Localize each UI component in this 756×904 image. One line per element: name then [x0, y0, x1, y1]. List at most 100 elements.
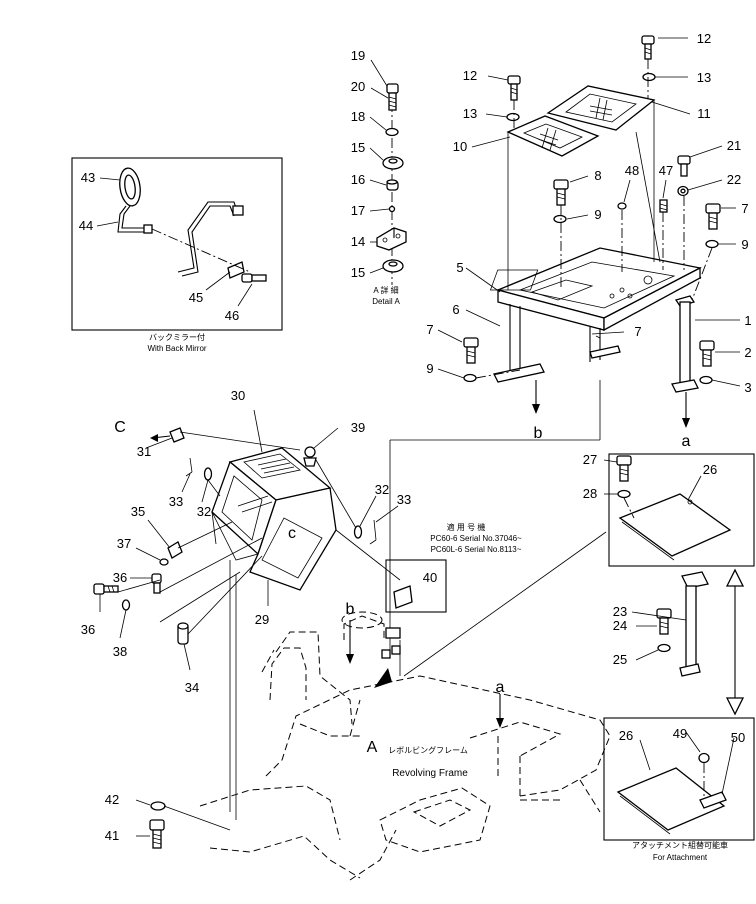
label-6: 7 — [634, 324, 641, 339]
label-2: 2 — [744, 345, 751, 360]
label-19: 19 — [351, 48, 365, 63]
pin-33b-icon — [369, 519, 377, 545]
stand-4-icon — [489, 100, 702, 383]
cover-26-frame — [608, 453, 755, 567]
label-39: 39 — [351, 420, 365, 435]
label-41: 41 — [105, 828, 119, 843]
label-21: 21 — [727, 138, 741, 153]
washer-9b-icon — [705, 239, 719, 249]
label-40: 40 — [423, 570, 437, 585]
label-42: 42 — [105, 792, 119, 807]
label-17: 17 — [351, 203, 365, 218]
label-46: 46 — [225, 308, 239, 323]
washer-37-icon — [159, 558, 169, 566]
arrow-A — [374, 668, 392, 688]
washer-28-icon — [617, 489, 631, 499]
label-30: 30 — [231, 388, 245, 403]
label-47: 47 — [659, 163, 673, 178]
label-12b: 12 — [697, 31, 711, 46]
bolt-41-icon — [149, 819, 165, 849]
label-27: 27 — [583, 452, 597, 467]
label-35: 35 — [131, 504, 145, 519]
bracket-40-icon — [385, 559, 447, 613]
attach-jp-caption: アタッチメント組替可能車 — [632, 840, 728, 850]
label-26b: 26 — [619, 728, 633, 743]
label-11: 11 — [697, 106, 711, 121]
rubber-15b-icon — [382, 259, 404, 273]
stay-23-group: 23 24 25 — [613, 571, 709, 677]
label-32b: 32 — [375, 482, 389, 497]
washer-9a-icon — [553, 214, 567, 224]
label-13b: 13 — [697, 70, 711, 85]
label-15b: 15 — [351, 265, 365, 280]
label-9a: 9 — [594, 207, 601, 222]
plug-48-icon — [617, 202, 627, 210]
serial-2-caption: PC60L-6 Serial No.8113~ — [431, 545, 522, 554]
label-7b: 7 — [426, 322, 433, 337]
label-33b: 33 — [397, 492, 411, 507]
label-33a: 33 — [169, 494, 183, 509]
box-29-30-group: 30 39 31 33 32 32 33 35 37 36 36 38 34 2… — [81, 388, 522, 695]
bolt-7b-icon — [463, 337, 479, 364]
label-31: 31 — [137, 444, 151, 459]
back-mirror-frame — [71, 157, 283, 331]
label-9c: 9 — [426, 361, 433, 376]
knob-39-icon — [303, 446, 317, 467]
bolt-19-icon — [386, 83, 399, 111]
detail-a-en-caption: Detail A — [372, 297, 400, 306]
bolt-36b-icon — [93, 583, 119, 595]
view-letter-b-top: b — [534, 425, 543, 442]
collar-16-icon — [386, 179, 399, 191]
washer-3-icon — [699, 375, 713, 385]
bolt-7a-icon — [705, 203, 721, 230]
washer-42-icon — [150, 801, 166, 811]
label-4: 5 — [456, 260, 463, 275]
bolt-2-icon — [699, 340, 715, 367]
washer-13a-icon — [506, 112, 520, 122]
label-5: 6 — [452, 302, 459, 317]
nut-49-icon — [698, 752, 710, 764]
mirror-en-caption: With Back Mirror — [147, 344, 206, 353]
bolt-8-icon — [553, 179, 569, 206]
plate-26b-icon — [616, 767, 726, 831]
serial-title-caption: 適 用 号 機 — [447, 522, 486, 532]
label-48: 48 — [625, 163, 639, 178]
detail-a-group: 19 20 18 15 16 17 14 15 A 詳 細 Detail A — [351, 48, 407, 306]
plate-26-icon — [618, 493, 732, 557]
bracket-31-icon — [169, 427, 185, 443]
label-36b: 36 — [81, 622, 95, 637]
label-49: 49 — [673, 726, 687, 741]
washer-38-icon — [121, 599, 131, 611]
detail-a-jp-caption: A 詳 細 — [373, 285, 398, 295]
bolt-21-icon — [677, 155, 691, 177]
view-letter-c: c — [288, 525, 296, 542]
bolt-27-icon — [616, 455, 632, 482]
bolt-46-icon — [241, 273, 267, 283]
serial-1-caption: PC60-6 Serial No.37046~ — [430, 534, 522, 543]
frame-en-caption: Revolving Frame — [392, 768, 468, 779]
upper-stand-group: 12 13 12 13 11 10 8 9 48 47 21 22 7 9 5 … — [426, 31, 751, 450]
label-22: 22 — [727, 172, 741, 187]
label-45: 45 — [189, 290, 203, 305]
label-36a: 36 — [113, 570, 127, 585]
washer-9c-icon — [463, 373, 477, 383]
stay-23-icon — [681, 571, 709, 589]
attach-en-caption: For Attachment — [653, 853, 708, 862]
mirror-jp-caption: バックミラー付 — [149, 332, 205, 342]
label-23: 23 — [613, 604, 627, 619]
alternate-arrow — [725, 568, 745, 716]
cover-26-group: 27 28 26 — [583, 452, 755, 567]
label-25: 25 — [613, 652, 627, 667]
bracket-50-icon — [699, 791, 727, 809]
back-mirror-group: 43 44 45 46 バックミラー付 With Back Mirror — [71, 157, 283, 353]
bolt-12b-icon — [641, 35, 655, 60]
bracket-14-icon — [376, 227, 407, 251]
mirror-43-icon — [119, 167, 141, 207]
label-12a: 12 — [463, 68, 477, 83]
for-attachment-group: 26 49 50 アタッチメント組替可能車 For Attachment — [603, 717, 755, 862]
label-18: 18 — [351, 109, 365, 124]
label-29: 29 — [255, 612, 269, 627]
for-attachment-frame — [603, 717, 755, 841]
bolt-36a-icon — [151, 573, 162, 594]
